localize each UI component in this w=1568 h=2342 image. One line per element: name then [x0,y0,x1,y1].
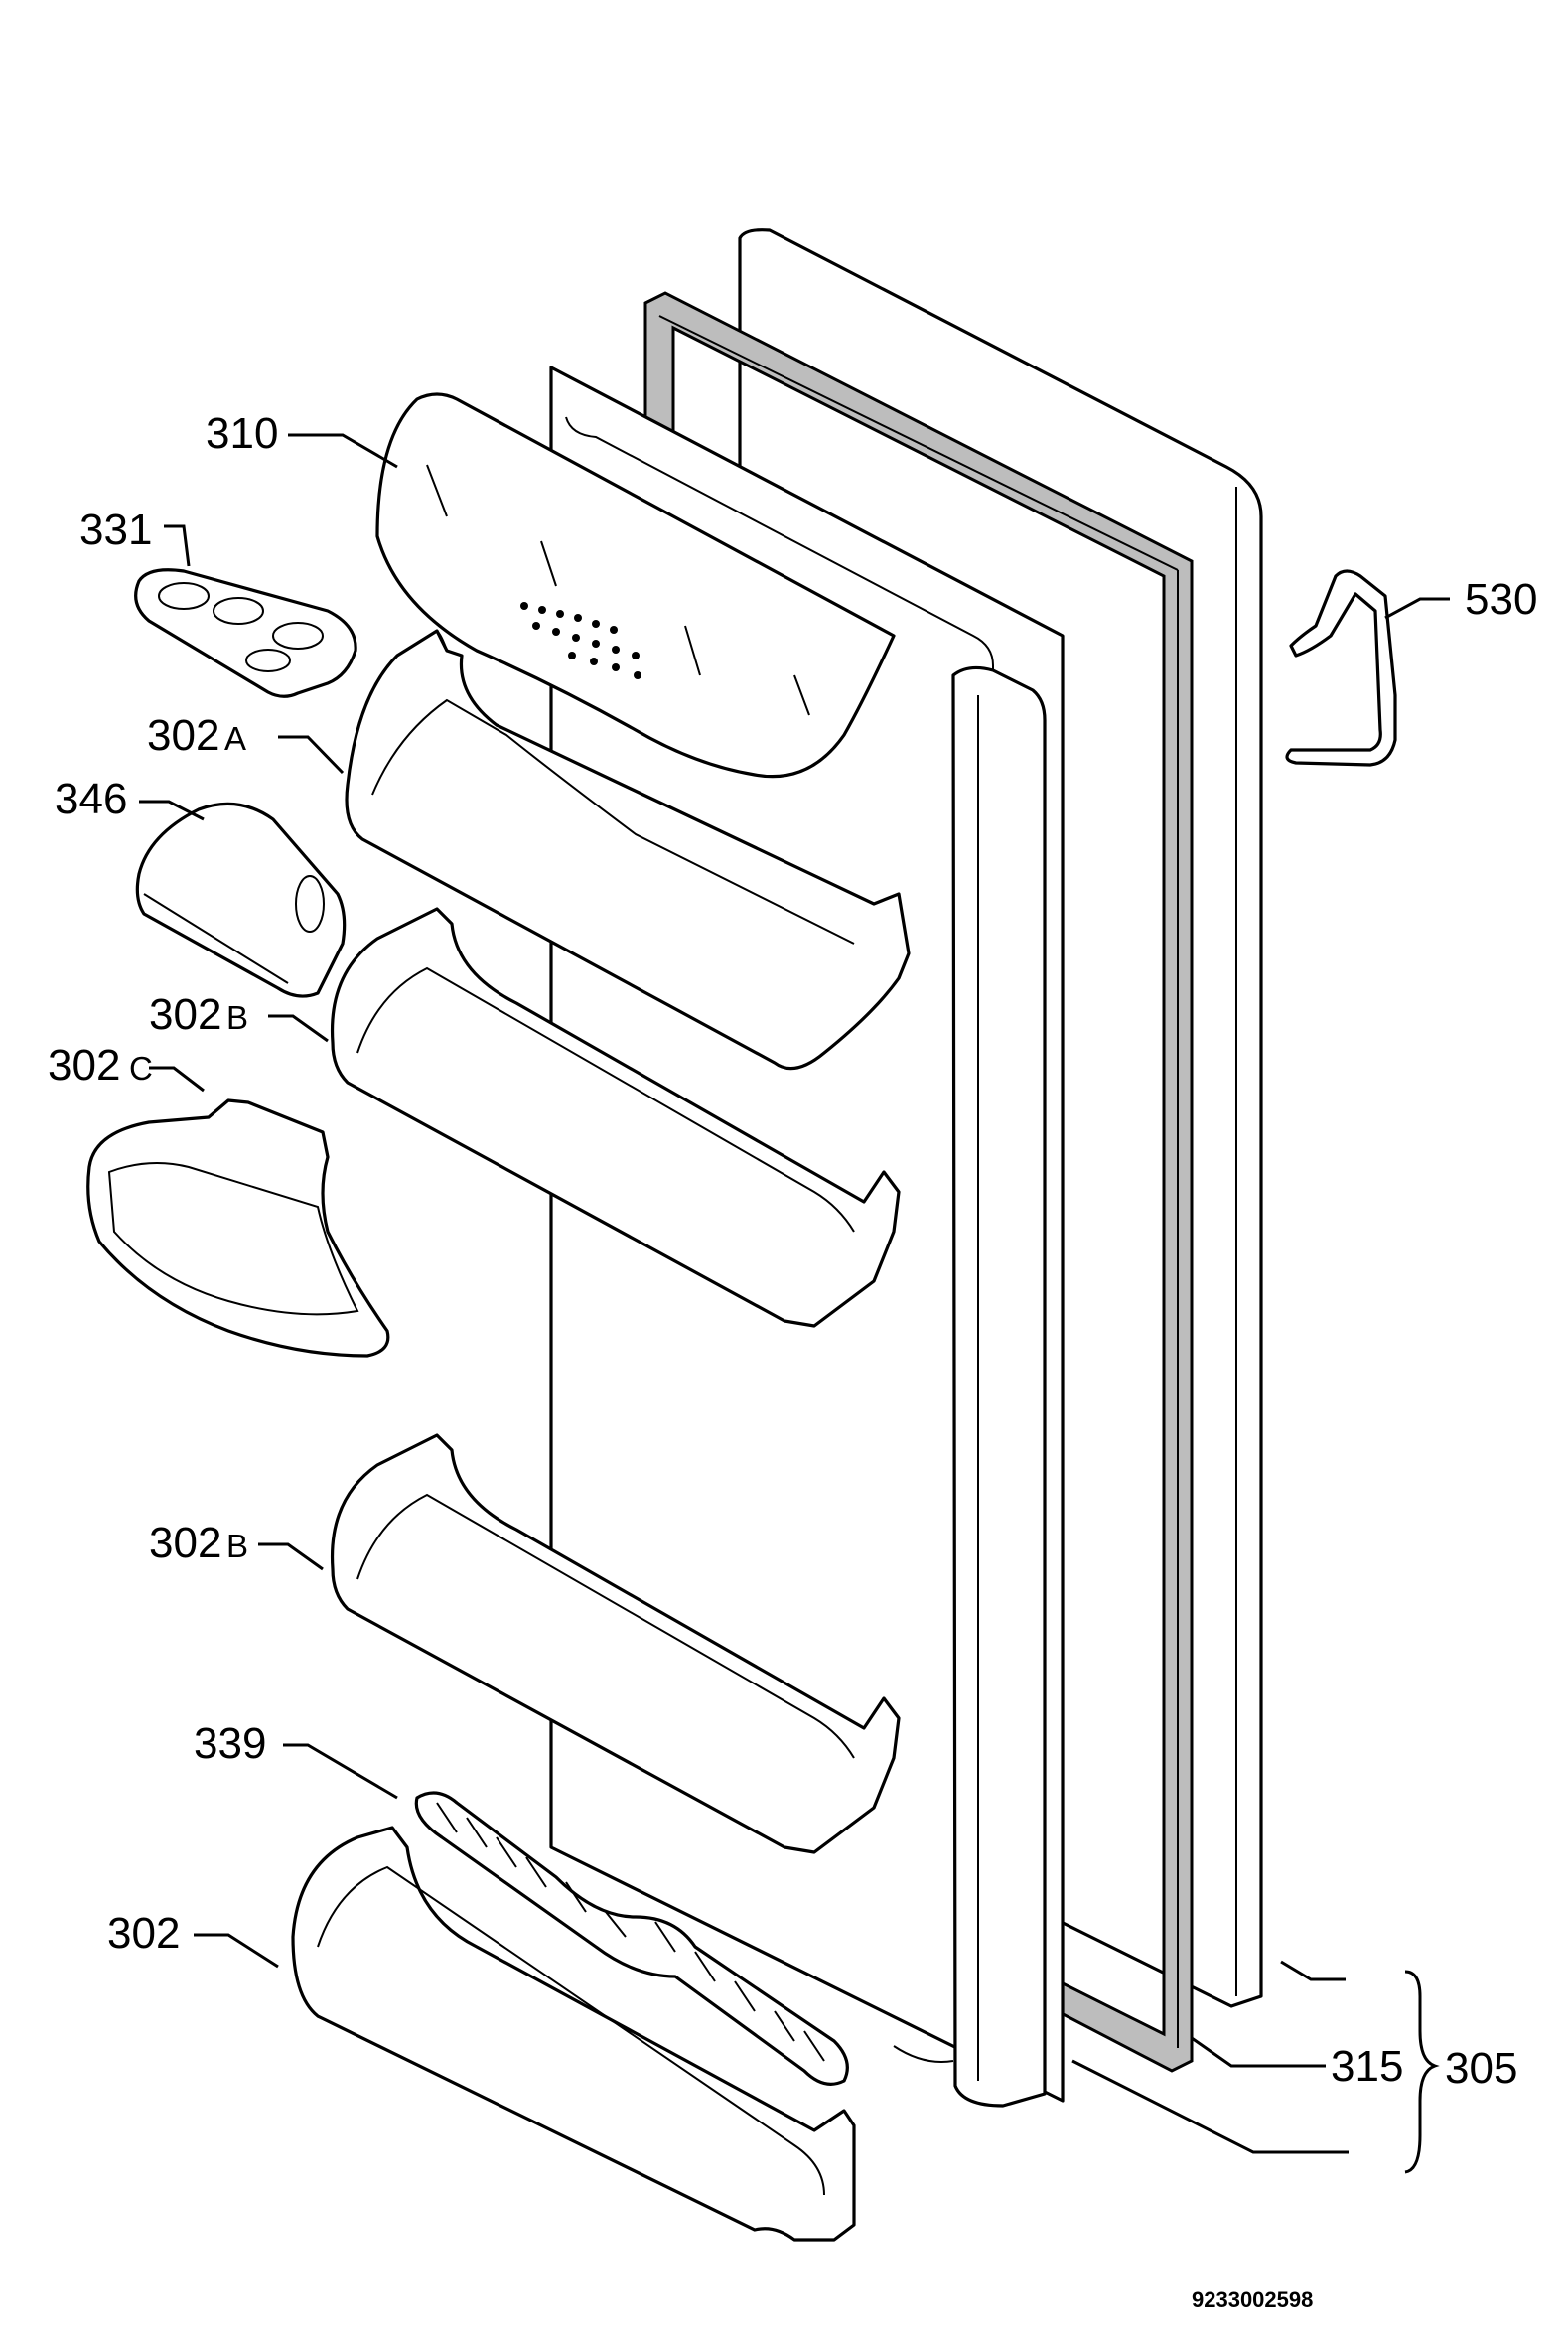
label-302B-lower-number: 302 [149,1519,221,1567]
part-302B-door-shelf-upper [330,907,901,1328]
label-302B-upper-suffix: B [226,999,248,1036]
part-labels: 310 331 302 A 346 302 B 302 C 302 B 339 … [48,409,1537,2312]
label-530: 530 [1465,575,1537,624]
label-302A-number: 302 [147,711,219,760]
part-346-butter-dish [135,802,347,998]
label-302B-lower-suffix: B [226,1528,248,1564]
label-331: 331 [79,506,152,554]
part-310-dairy-lid [375,392,896,779]
part-339-bottle-retainer [414,1791,849,2086]
label-302A-suffix: A [224,720,246,757]
part-302-bottom-shelf [291,1826,856,2242]
label-302C-suffix: C [129,1050,153,1087]
label-302B-upper-number: 302 [149,990,221,1039]
label-302: 302 [107,1909,180,1958]
part-530-handle [1285,569,1397,767]
part-302C-bottle-holder [86,1098,390,1358]
label-310: 310 [206,409,278,458]
label-315: 315 [1331,2042,1403,2091]
vent-dots [520,602,641,679]
label-305: 305 [1445,2044,1517,2093]
leader-lines [139,433,1450,2174]
part-302B-door-shelf-lower [330,1433,901,1854]
label-339: 339 [194,1719,266,1768]
label-302C-number: 302 [48,1041,120,1090]
part-331-egg-tray [134,568,357,698]
drawing-code: 9233002598 [1192,2287,1313,2312]
label-346: 346 [55,775,127,823]
part-302A-door-shelf [345,629,911,1071]
